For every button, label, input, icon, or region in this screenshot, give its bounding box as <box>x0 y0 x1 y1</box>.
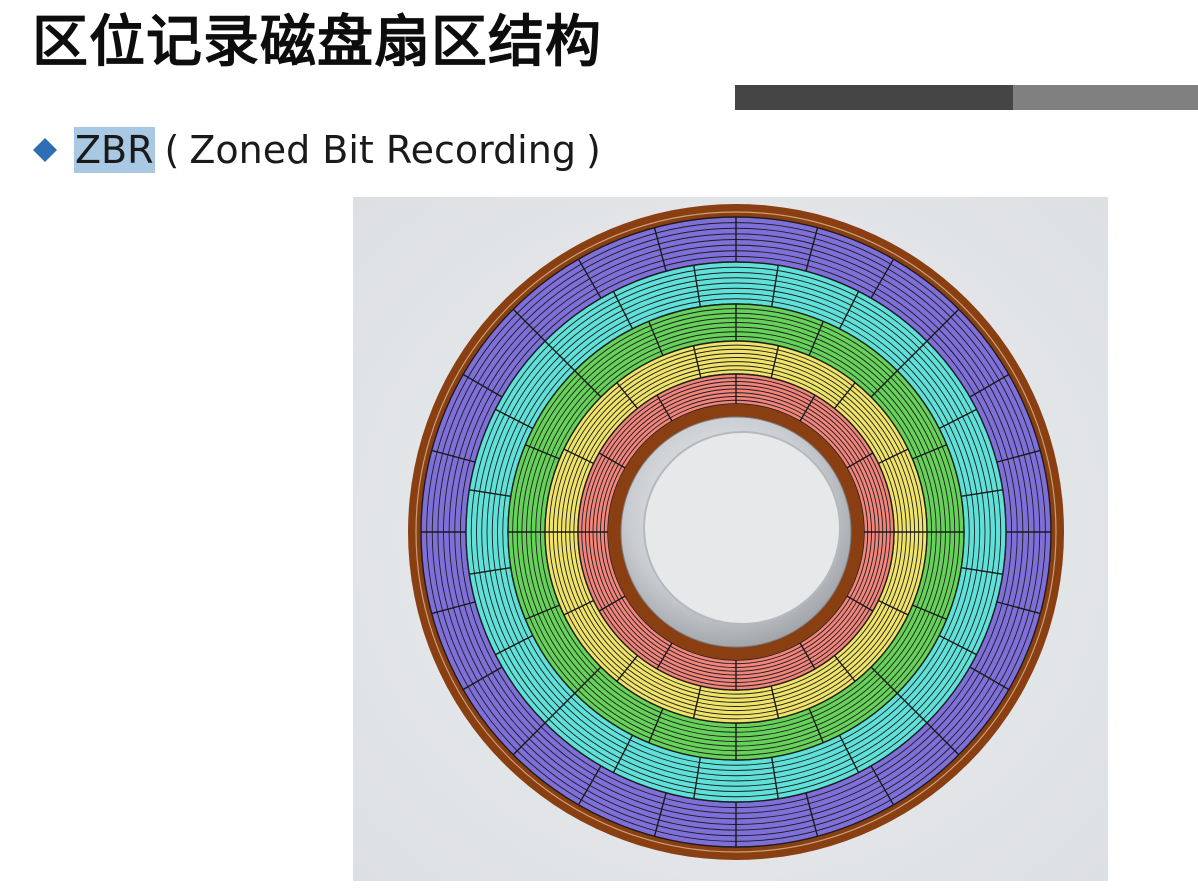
slide-title: 区位记录磁盘扇区结构 <box>32 10 602 75</box>
zone-1-sector-divider <box>996 449 1041 463</box>
zone-4-sector-divider <box>833 382 856 409</box>
zone-1-sector-divider <box>870 765 895 806</box>
zone-2-sector-divider <box>896 692 928 724</box>
zone-5-sector-divider <box>846 452 874 469</box>
zone-1-sector-divider <box>512 722 546 756</box>
zone-2-sector-divider <box>961 489 1003 498</box>
bullet-item: ZBR (Zoned Bit Recording) <box>30 124 611 176</box>
zone-3-sector-divider <box>525 604 560 620</box>
open-paren: ( <box>164 128 180 172</box>
zone-2-sector-divider <box>961 566 1003 575</box>
zone-2-sector-divider <box>495 408 534 430</box>
title-accent-bar-light <box>1013 85 1198 110</box>
zone-4-sector-divider <box>563 448 594 465</box>
platter-drawing <box>353 197 1108 881</box>
zone-2-sector-divider <box>495 634 534 656</box>
metal-hub-edge <box>620 416 852 648</box>
zone-1-sector-divider <box>577 765 602 806</box>
zone-1-sector-divider <box>431 601 476 615</box>
zone-2-sector-divider <box>544 340 576 372</box>
zbr-platter-figure <box>353 197 1108 881</box>
zone-5-sector-divider <box>656 394 673 422</box>
zone-2-track <box>491 287 981 777</box>
title-accent-bar-dark <box>735 85 1013 110</box>
zone-5-sector-divider <box>799 394 816 422</box>
zone-2-sector-divider <box>469 489 511 498</box>
zone-2-sector-divider <box>612 734 634 773</box>
zone-3-sector-divider <box>808 708 824 743</box>
zone-2-sector-divider <box>770 757 779 799</box>
zone-1-sector-divider <box>577 258 602 299</box>
zone-1-sector-divider <box>653 792 667 837</box>
bullet-term-highlighted[interactable]: ZBR <box>74 127 155 173</box>
bullet-expansion: Zoned Bit Recording <box>189 128 576 172</box>
zone-4-sector-divider <box>692 685 702 719</box>
zone-2-sector-divider <box>544 692 576 724</box>
zone-3-sector-divider <box>648 708 664 743</box>
zone-2-sector-divider <box>838 734 860 773</box>
platter-rim-highlight <box>415 211 1057 853</box>
zone-4-sector-divider <box>878 599 909 616</box>
center-hole <box>644 432 840 624</box>
zone-2-track <box>465 261 1007 803</box>
center-hole-edge <box>643 431 841 625</box>
zone-3-sector-divider <box>648 321 664 356</box>
zone-2-sector-divider <box>612 291 634 330</box>
zone-1-sector-divider <box>926 308 960 342</box>
zone-5-sector-divider <box>598 452 626 469</box>
zone-4-sector-divider <box>692 345 702 379</box>
diamond-bullet-icon <box>30 135 60 165</box>
zone-4-sector-divider <box>878 448 909 465</box>
zone-3-sector-divider <box>574 370 602 398</box>
zone-2-track <box>481 277 991 787</box>
zone-4-sector-divider <box>833 655 856 682</box>
title-accent-bar <box>735 85 1198 110</box>
zone-2-track <box>502 298 970 766</box>
zone-4-sector-divider <box>563 599 594 616</box>
zone-1-sector-divider <box>969 373 1010 398</box>
zone-2-sector-divider <box>693 265 702 307</box>
zone-5-sector-divider <box>799 642 816 670</box>
zone-1-sector-divider <box>462 373 503 398</box>
zone-4-sector-divider <box>770 345 780 379</box>
zone-5-sector-divider <box>656 642 673 670</box>
zone-1-sector-divider <box>462 666 503 691</box>
zone-3-sector-divider <box>912 604 947 620</box>
zone-3-sector-divider <box>870 370 898 398</box>
zone-5-sector-divider <box>598 595 626 612</box>
zone-2-sector-divider <box>838 291 860 330</box>
zone-2-track <box>476 272 996 792</box>
zone-2-sector-divider <box>896 340 928 372</box>
zone-1-sector-divider <box>996 601 1041 615</box>
zone-4-sector-divider <box>616 655 639 682</box>
zone-1-sector-divider <box>805 792 819 837</box>
zone-2-sector-divider <box>469 566 511 575</box>
zone-2-sector-divider <box>938 408 977 430</box>
zone-2-track <box>470 266 1002 798</box>
zone-3-sector-divider <box>870 666 898 694</box>
zone-3-sector-divider <box>912 444 947 460</box>
zone-1-sector-divider <box>969 666 1010 691</box>
zone-1-sector-divider <box>870 258 895 299</box>
zone-2-sector-divider <box>693 757 702 799</box>
zone-2-track <box>497 293 975 771</box>
zone-2-track <box>486 282 986 782</box>
zone-1-sector-divider <box>926 722 960 756</box>
close-paren: ) <box>585 128 601 172</box>
zone-2-sector-divider <box>938 634 977 656</box>
zone-4-sector-divider <box>770 685 780 719</box>
zone-2-sector-divider <box>770 265 779 307</box>
zone-1-sector-divider <box>653 227 667 272</box>
zone-3-sector-divider <box>525 444 560 460</box>
zone-3-sector-divider <box>574 666 602 694</box>
bullet-text: (Zoned Bit Recording) <box>155 127 611 173</box>
zone-3-sector-divider <box>808 321 824 356</box>
zone-1-sector-divider <box>512 308 546 342</box>
zone-1-sector-divider <box>805 227 819 272</box>
zone-5-sector-divider <box>846 595 874 612</box>
zone-1-sector-divider <box>431 449 476 463</box>
zone-4-sector-divider <box>616 382 639 409</box>
